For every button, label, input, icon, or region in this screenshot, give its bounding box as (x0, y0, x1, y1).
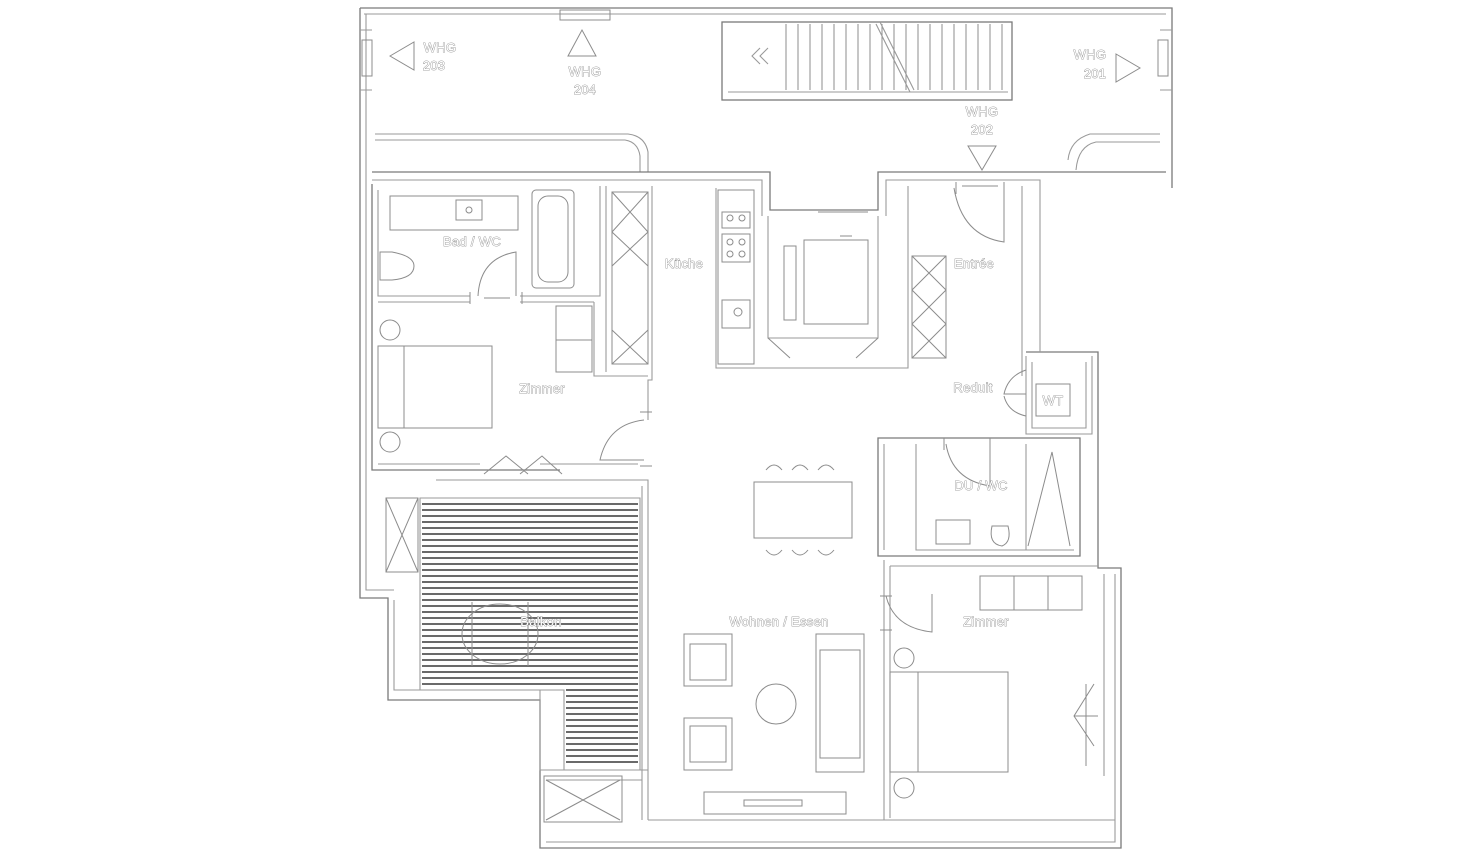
unit-label-203: WHG (424, 40, 457, 55)
entree-wardrobe (911, 255, 1071, 417)
unit-number-201: 201 (1084, 66, 1107, 81)
unit-label-202: WHG (966, 104, 999, 119)
shower-fixtures (935, 451, 1071, 547)
interior-walls (371, 184, 1115, 821)
room-label-du-wc: DU / WC (954, 478, 1007, 493)
room-label-bad-wc: Bad / WC (443, 234, 501, 249)
living-furniture (683, 633, 865, 815)
outer-walls (359, 7, 1173, 849)
kitchen-fixtures (611, 189, 879, 365)
unit-number-202: 202 (971, 122, 994, 137)
unit-number-204: 204 (574, 82, 597, 97)
room-label-kueche: Küche (665, 256, 703, 271)
room-label-zimmer-right: Zimmer (963, 614, 1009, 629)
doors (469, 182, 1098, 766)
unit-label-201: WHG (1074, 47, 1107, 62)
arrow-203-icon (389, 41, 415, 71)
balkon-deck (419, 497, 641, 823)
unit-entry-arrows (361, 9, 1169, 171)
room-label-zimmer-left: Zimmer (519, 381, 565, 396)
room-label-wohnen-essen: Wohnen / Essen (729, 614, 828, 629)
room-label-entree: Entrée (954, 256, 994, 271)
room-labels: Bad / WC Küche Entrée Zimmer Reduit WT D… (443, 234, 1064, 630)
bathroom-fixtures (379, 189, 575, 289)
zimmer-left-furniture (377, 305, 593, 573)
staircase (721, 21, 1013, 101)
arrow-202-icon (967, 145, 997, 171)
zimmer-right-furniture (889, 575, 1083, 799)
room-label-wt: WT (1043, 393, 1064, 408)
room-label-balkon: Balkon (520, 614, 562, 629)
unit-labels: WHG 203 WHG 204 WHG 201 WHG 202 (422, 40, 1107, 138)
arrow-201-icon (1115, 53, 1141, 83)
unit-number-203: 203 (423, 58, 446, 73)
dining-furniture (753, 464, 853, 556)
room-label-reduit: Reduit (953, 380, 992, 395)
unit-label-204: WHG (569, 64, 602, 79)
washing-tower-box (1035, 383, 1071, 417)
arrow-204-icon (567, 28, 597, 57)
